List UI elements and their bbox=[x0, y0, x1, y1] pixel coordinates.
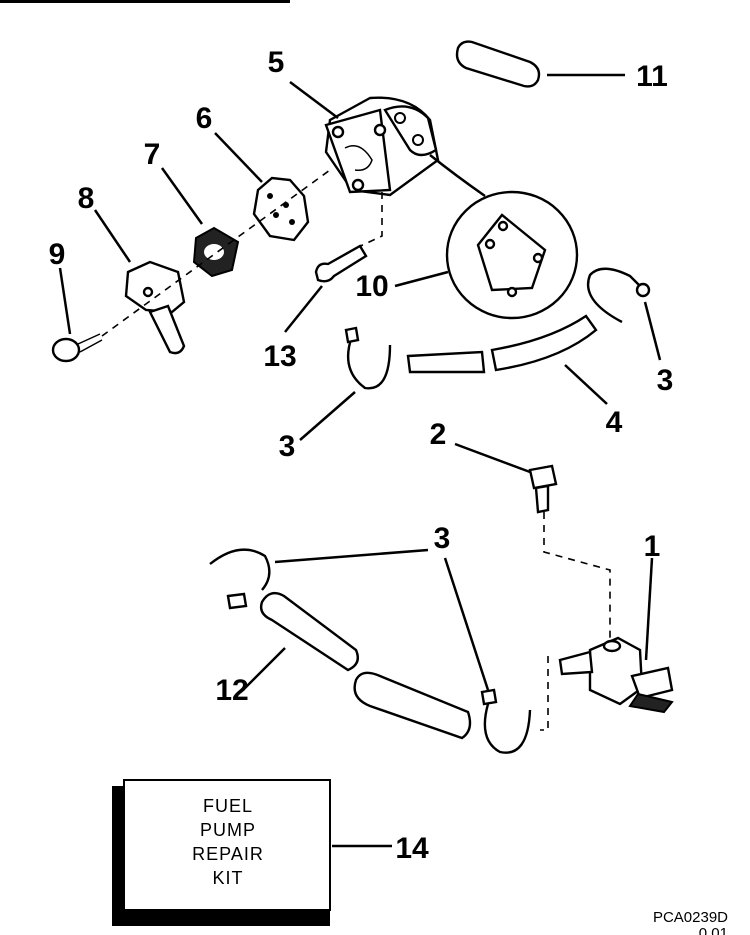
top-rule bbox=[0, 0, 290, 3]
callout-3-middle: 3 bbox=[279, 430, 296, 463]
screw-axis-dashed bbox=[351, 192, 383, 251]
part-8-cover bbox=[124, 260, 186, 355]
part-13-screw bbox=[314, 244, 368, 283]
part-12-hose bbox=[259, 591, 472, 740]
part-2-bolt bbox=[528, 464, 558, 514]
callout-10: 10 bbox=[355, 270, 388, 303]
callout-2: 2 bbox=[430, 418, 447, 451]
part-7-gasket bbox=[192, 226, 240, 278]
callout-3-upper: 3 bbox=[657, 364, 674, 397]
leader-3-middle bbox=[299, 391, 356, 441]
callout-3-lower: 3 bbox=[434, 522, 451, 555]
callout-11: 11 bbox=[636, 60, 668, 93]
leader-10 bbox=[394, 270, 449, 288]
leader-8 bbox=[93, 209, 132, 263]
leader-1 bbox=[644, 557, 654, 661]
figure-code: PCA0239D bbox=[653, 909, 728, 926]
part-5-pump-body bbox=[324, 96, 440, 197]
callout-6: 6 bbox=[196, 102, 213, 135]
part-3-clamp-upper-right bbox=[586, 267, 651, 324]
leader-9 bbox=[58, 267, 72, 335]
callout-7: 7 bbox=[144, 138, 161, 171]
part-3-clamp-lower-right bbox=[480, 688, 532, 754]
callout-12: 12 bbox=[215, 674, 248, 707]
leader-7 bbox=[160, 167, 204, 225]
figure-subcode: 0 01 bbox=[699, 925, 728, 935]
part-14-repair-kit bbox=[112, 779, 331, 926]
leader-3-upper bbox=[643, 301, 662, 361]
leader-13 bbox=[284, 285, 323, 333]
kit-line-2: PUMP bbox=[200, 820, 256, 840]
part-3-clamp-middle bbox=[344, 326, 392, 390]
callout-9: 9 bbox=[49, 238, 66, 271]
part-4-hose bbox=[406, 314, 598, 374]
part-1-fuel-valve bbox=[558, 636, 674, 714]
part-10-diaphragm bbox=[445, 190, 579, 320]
part-6-valve-plate bbox=[252, 176, 310, 242]
part-9-screw bbox=[51, 333, 103, 363]
assembly-axis-dashed bbox=[101, 169, 331, 337]
leader-4 bbox=[564, 364, 608, 405]
leader-5 bbox=[289, 81, 339, 119]
callout-13: 13 bbox=[263, 340, 296, 373]
kit-line-1: FUEL bbox=[203, 796, 253, 816]
kit-line-3: REPAIR bbox=[192, 844, 264, 864]
leader-6 bbox=[214, 132, 263, 183]
pump-to-gasket-line bbox=[429, 154, 486, 198]
leader-3-lower-a bbox=[274, 548, 429, 564]
leader-2 bbox=[454, 442, 531, 474]
part-11-plate bbox=[455, 40, 541, 88]
callout-1: 1 bbox=[644, 530, 661, 563]
callout-5: 5 bbox=[268, 46, 285, 79]
callout-8: 8 bbox=[78, 182, 95, 215]
kit-line-4: KIT bbox=[212, 868, 243, 888]
bolt-axis-dashed bbox=[543, 512, 611, 640]
leader-12 bbox=[244, 647, 286, 689]
valve-axis-dashed bbox=[540, 656, 549, 731]
callout-14: 14 bbox=[395, 832, 429, 865]
leader-3-lower-b bbox=[443, 557, 490, 691]
callout-4: 4 bbox=[606, 406, 623, 439]
part-3-clamp-lower-left bbox=[209, 548, 271, 610]
